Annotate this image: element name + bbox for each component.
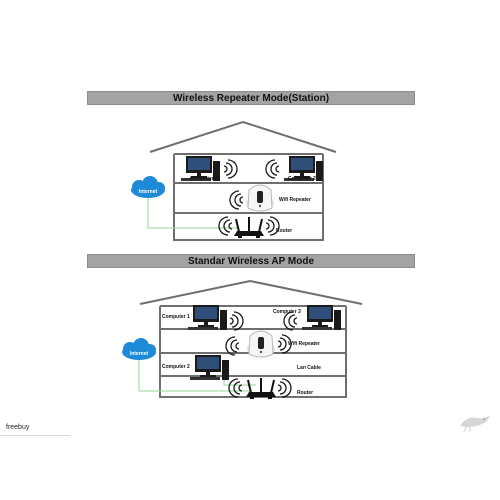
wifi-signal-icon bbox=[265, 216, 280, 236]
diagram1-title: Wireless Repeater Mode(Station) bbox=[172, 92, 330, 104]
diagram1-computer-1: Computer 1 bbox=[181, 156, 220, 182]
diagram1-router: Router bbox=[233, 216, 292, 239]
diagram1-internet-cloud: Internet bbox=[131, 176, 165, 198]
diagram2-computer-3-label: Computer 3 bbox=[273, 309, 301, 315]
diagram1-repeater-label: Wifi Repeater bbox=[279, 197, 311, 203]
computer-icon bbox=[302, 305, 341, 330]
diagram2-internet-cable bbox=[138, 357, 252, 392]
diagram2-computer-1: Computer 1 bbox=[162, 305, 227, 330]
wifi-signal-icon bbox=[265, 159, 280, 179]
diagram2-computer-2: Computer 2 Lan Cable bbox=[162, 355, 321, 380]
diagram1-house bbox=[149, 120, 337, 241]
diagram2-repeater: Wifi Repeater bbox=[246, 330, 320, 358]
diagram2-computer-2-label: Computer 2 bbox=[162, 364, 190, 370]
diagram2-lan-cable-label: Lan Cable bbox=[297, 365, 321, 371]
bird-logo-icon bbox=[460, 415, 490, 433]
diagram2-internet-cloud: Internet bbox=[122, 338, 156, 360]
diagram2-computer-3: Computer 3 bbox=[273, 305, 341, 330]
wifi-signal-icon bbox=[229, 190, 244, 210]
wifi-repeater-icon bbox=[246, 330, 276, 358]
diagram1-computer-2: Computer 2 bbox=[284, 156, 323, 182]
computer-icon bbox=[188, 305, 227, 330]
wifi-signal-icon bbox=[218, 216, 233, 236]
footer-brand: freebuy bbox=[6, 424, 30, 431]
wifi-signal-icon bbox=[277, 378, 292, 398]
diagram2-title: Standar Wireless AP Mode bbox=[187, 255, 315, 267]
router-icon bbox=[233, 216, 265, 239]
wifi-repeater-icon bbox=[245, 184, 275, 212]
diagram2-title-bar: Standar Wireless AP Mode bbox=[87, 254, 415, 268]
diagram2-router: Router bbox=[245, 377, 313, 400]
footer-divider bbox=[0, 435, 70, 436]
diagram2-router-label: Router bbox=[297, 390, 313, 396]
diagram1-internet-cable bbox=[147, 196, 240, 229]
diagram1-repeater: Wifi Repeater bbox=[245, 184, 311, 212]
wifi-signal-icon bbox=[223, 159, 238, 179]
diagram2-computer-1-label: Computer 1 bbox=[162, 314, 190, 320]
wifi-signal-icon bbox=[228, 378, 243, 398]
diagram1-computer-2-label: Computer 2 bbox=[288, 176, 316, 182]
diagram2-repeater-label: Wifi Repeater bbox=[288, 341, 320, 347]
diagram1-computer-1-label: Computer 1 bbox=[190, 176, 218, 182]
diagram1-title-bar: Wireless Repeater Mode(Station) bbox=[87, 91, 415, 105]
wifi-signal-icon bbox=[229, 311, 244, 331]
diagram1-internet-label: Internet bbox=[139, 189, 158, 195]
diagram1-router-label: Router bbox=[276, 228, 292, 234]
router-icon bbox=[245, 377, 277, 400]
diagram2-internet-label: Internet bbox=[130, 351, 149, 357]
